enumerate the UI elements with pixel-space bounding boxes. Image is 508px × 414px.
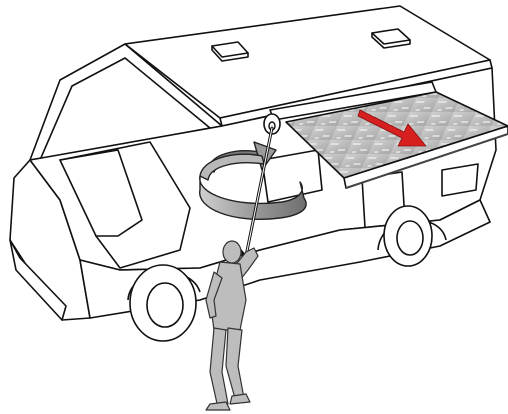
person-right-foot <box>230 394 250 404</box>
person-left-leg <box>210 328 228 408</box>
front-wheel-hub <box>147 283 183 327</box>
rear-window <box>442 164 478 196</box>
person-head <box>223 241 241 263</box>
person-left-foot <box>206 402 230 410</box>
rear-wheel-hub <box>397 221 423 255</box>
person-right-leg <box>226 328 244 402</box>
